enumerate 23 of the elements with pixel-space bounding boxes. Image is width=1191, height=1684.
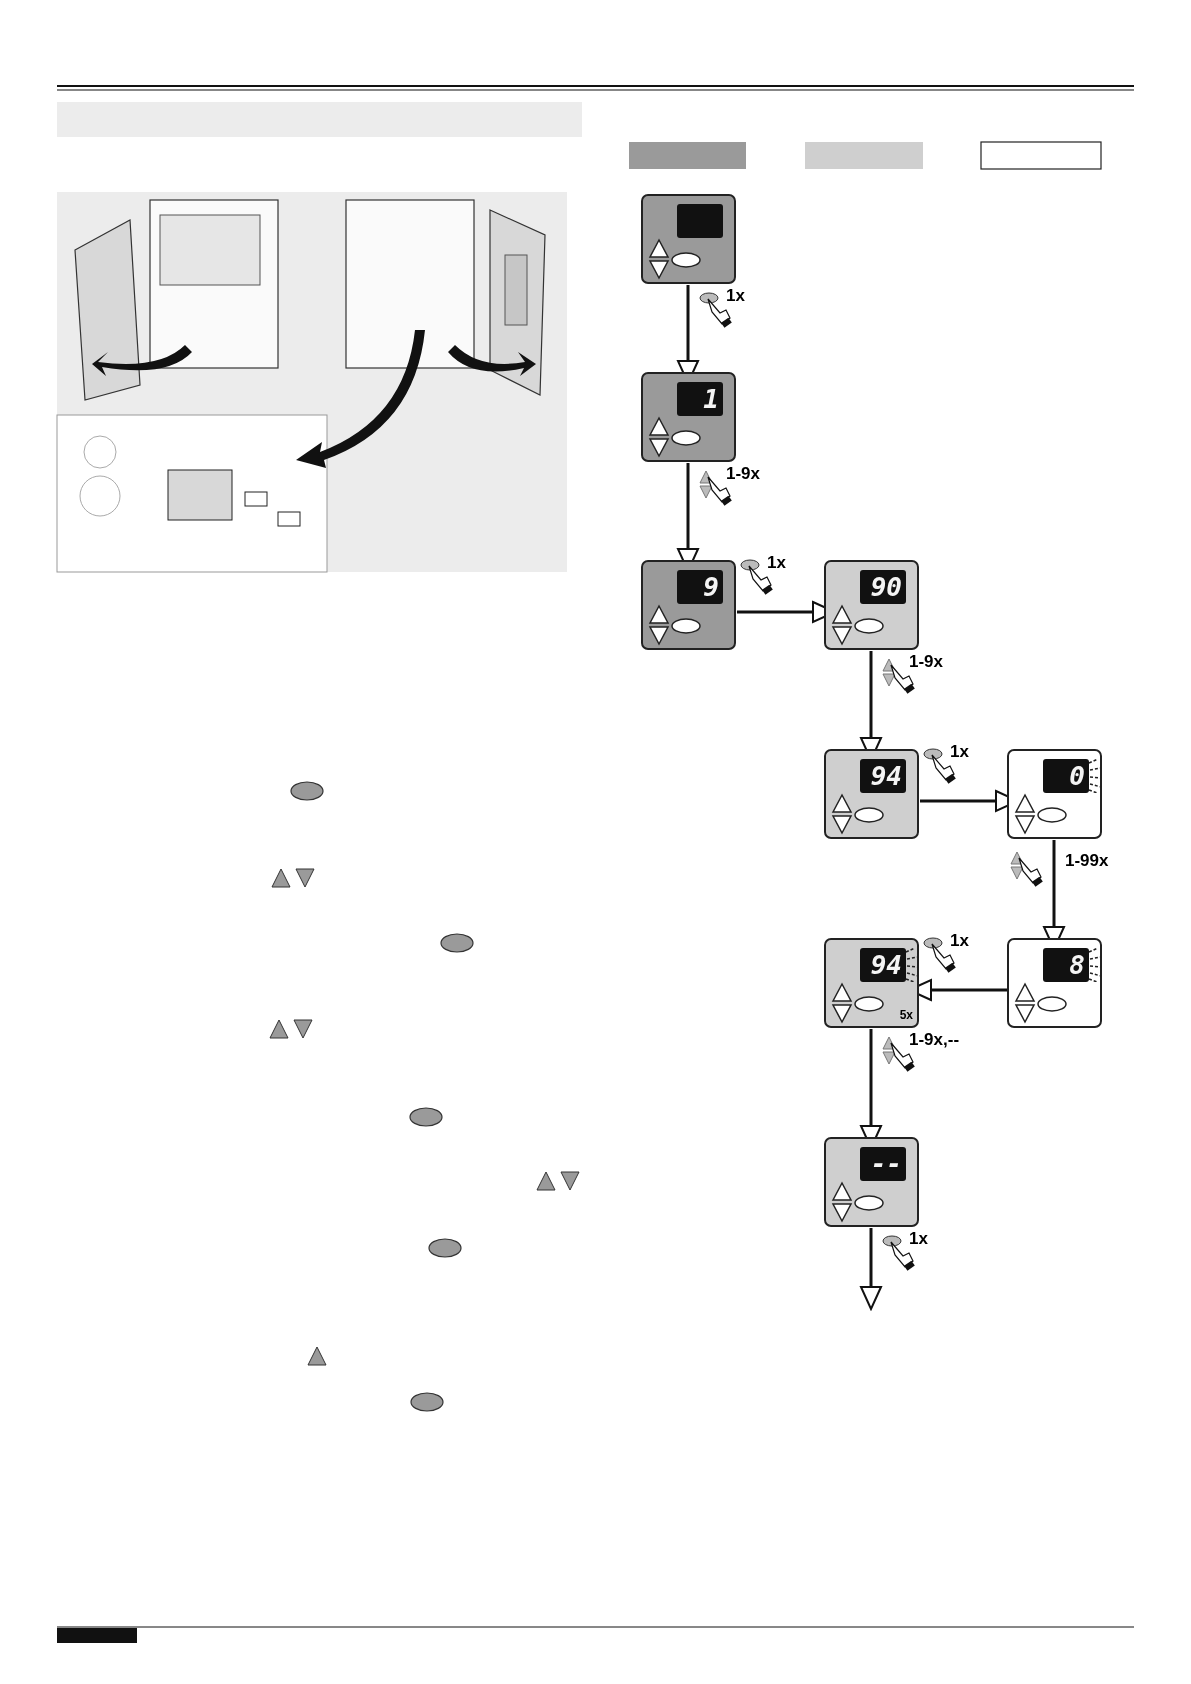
display-panel <box>1007 749 1102 839</box>
count-label: 5x <box>899 1008 913 1022</box>
display-digits: 1 <box>703 385 719 413</box>
display-digits: 8 <box>1069 951 1085 979</box>
display-digits: 90 <box>870 573 902 601</box>
display-panel <box>1007 938 1102 1028</box>
display-digits: 0 <box>1069 762 1085 790</box>
display-panel <box>824 560 919 650</box>
display-panel <box>641 194 736 284</box>
display-panel <box>824 938 919 1028</box>
display-panel <box>641 372 736 462</box>
edge-label: 1-9x,-- <box>909 1031 960 1049</box>
display-panel <box>641 560 736 650</box>
display-digits: 94 <box>870 762 902 790</box>
swatch <box>629 142 746 169</box>
arrow <box>860 1228 882 1310</box>
display-digits: 94 <box>870 951 902 979</box>
display-digits: 9 <box>703 573 719 601</box>
swatch <box>980 141 1102 170</box>
display-digits: -- <box>870 1150 902 1178</box>
display-panel <box>824 1137 919 1227</box>
swatch <box>805 142 923 169</box>
display-panel <box>824 749 919 839</box>
